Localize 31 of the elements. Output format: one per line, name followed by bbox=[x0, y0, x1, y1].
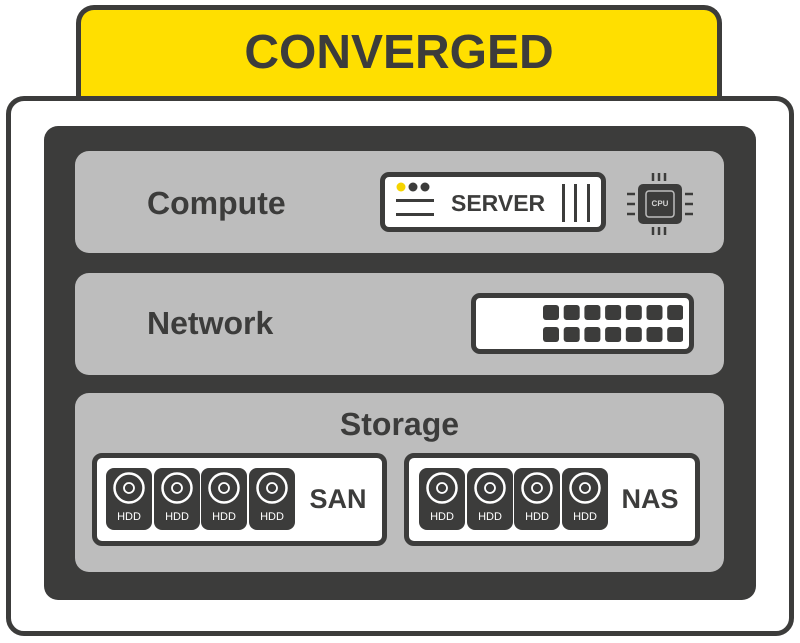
drive-label: HDD bbox=[573, 512, 597, 522]
drive-tile bbox=[106, 468, 152, 530]
drive-tile bbox=[562, 468, 608, 530]
group-label: NAS bbox=[622, 486, 678, 512]
layer-label: Network bbox=[147, 307, 274, 339]
drive-label: HDD bbox=[478, 512, 502, 522]
drive-tile bbox=[514, 468, 560, 530]
heading: CONVERGED bbox=[244, 29, 554, 77]
group-label: SAN bbox=[310, 486, 366, 512]
layer-band bbox=[75, 273, 724, 375]
drive-tile bbox=[419, 468, 465, 530]
drive-tile bbox=[467, 468, 513, 530]
drive-label: HDD bbox=[212, 512, 236, 522]
layer-label: Compute bbox=[147, 187, 286, 219]
storage-box bbox=[92, 453, 387, 546]
drive-label: HDD bbox=[117, 512, 141, 522]
server-box bbox=[380, 172, 606, 232]
server-label: SERVER bbox=[451, 192, 546, 214]
switch-box bbox=[471, 293, 694, 354]
chip-label: CPU bbox=[652, 200, 668, 208]
layer-label: Storage bbox=[340, 408, 460, 440]
drive-label: HDD bbox=[430, 512, 454, 522]
layer-band bbox=[75, 151, 724, 253]
drive-label: HDD bbox=[525, 512, 549, 522]
drive-tile bbox=[249, 468, 295, 530]
storage-box bbox=[404, 453, 700, 546]
drive-tile bbox=[201, 468, 247, 530]
drive-tile bbox=[154, 468, 200, 530]
layer-band bbox=[75, 393, 724, 572]
drive-label: HDD bbox=[165, 512, 189, 522]
drive-label: HDD bbox=[260, 512, 284, 522]
